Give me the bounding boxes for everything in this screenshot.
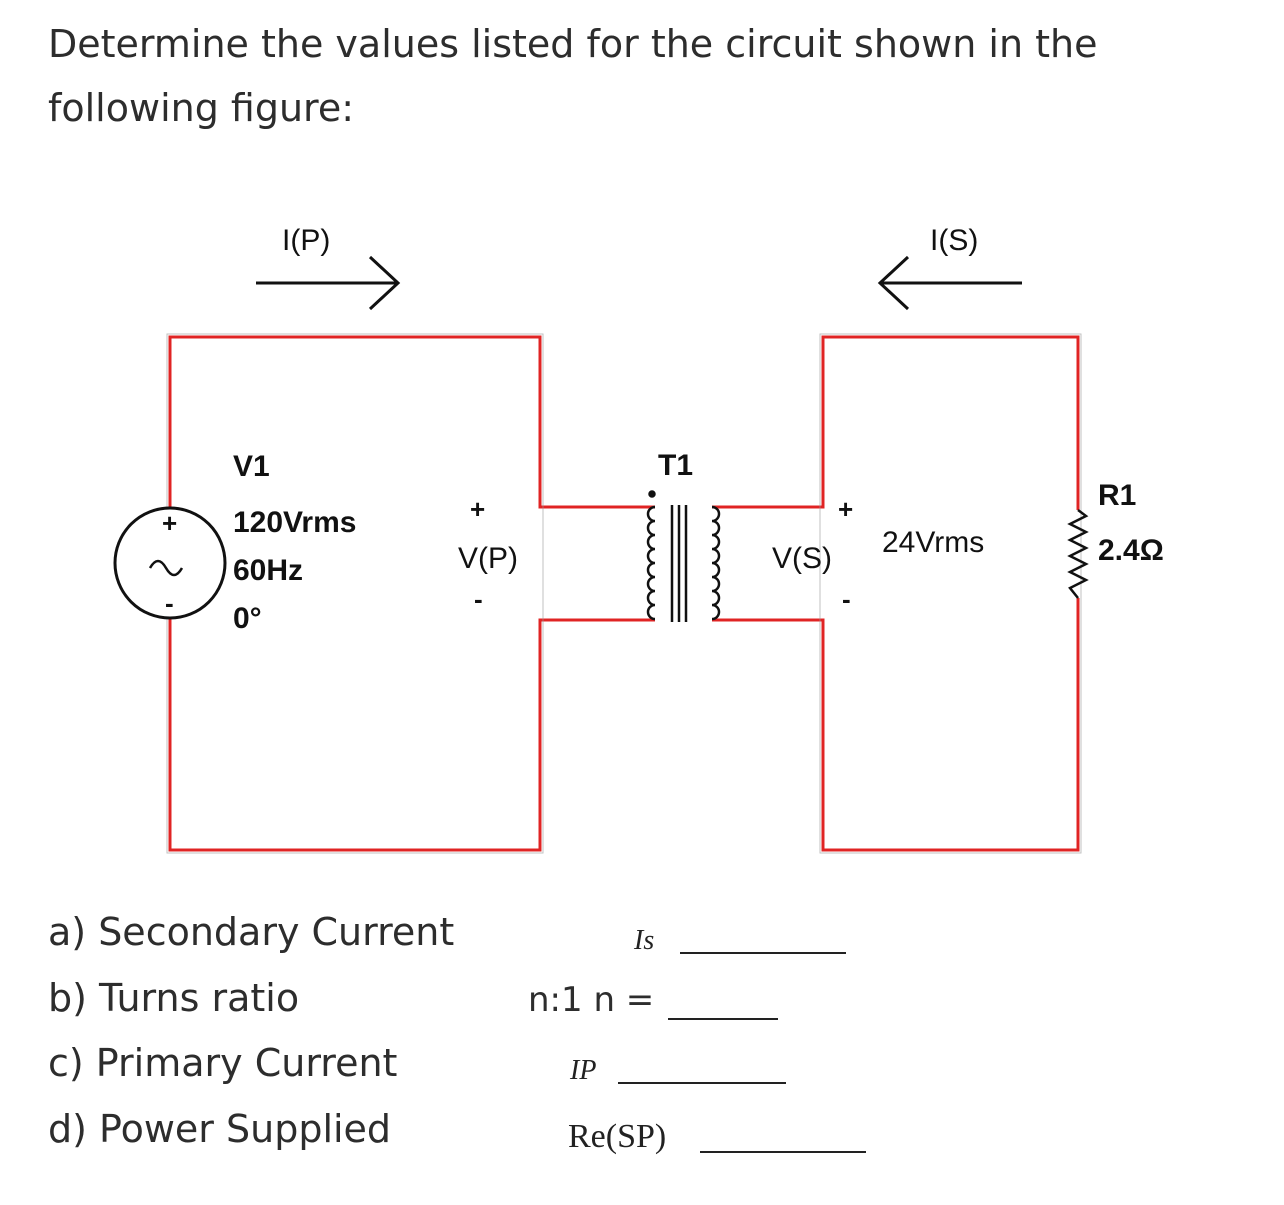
secondary-current-label: I(S)	[930, 224, 978, 257]
primary-current-label: I(P)	[282, 224, 330, 257]
secondary-current-answer-line[interactable]	[680, 952, 846, 954]
primary-current-arrow	[256, 255, 401, 311]
secondary-wires	[712, 335, 1080, 852]
primary-current-answer-line[interactable]	[618, 1082, 786, 1084]
secondary-current-symbol: Is	[634, 925, 655, 956]
secondary-voltage-minus: -	[842, 584, 851, 614]
problem-prompt: Determine the values listed for the circ…	[48, 22, 1098, 130]
question-c-label: c) Primary Current	[48, 1041, 398, 1085]
source-minus: -	[165, 588, 174, 618]
circuit-diagram: I(P) I(S) + - V1 120Vrms 60Hz 0° + V(P) …	[113, 224, 1164, 854]
question-b-label: b) Turns ratio	[48, 976, 300, 1020]
transformer-name: T1	[658, 449, 693, 482]
secondary-voltage-plus: +	[838, 494, 853, 524]
transformer-symbol	[646, 490, 721, 622]
turns-ratio-prefix: n:1 n =	[528, 980, 655, 1020]
primary-wires	[168, 335, 655, 852]
resistor-symbol	[1067, 509, 1089, 599]
turns-ratio-answer-line[interactable]	[668, 1018, 778, 1020]
source-plus: +	[162, 508, 177, 538]
primary-current-symbol: IP	[570, 1055, 597, 1086]
secondary-current-arrow	[877, 255, 1022, 311]
primary-voltage-label: V(P)	[458, 542, 518, 575]
secondary-voltage-value: 24Vrms	[882, 526, 984, 559]
source-phase: 0°	[233, 602, 262, 635]
ac-source-symbol	[113, 506, 227, 620]
power-supplied-symbol: Re(SP)	[568, 1118, 667, 1155]
resistor-value: 2.4Ω	[1098, 534, 1164, 567]
source-name: V1	[233, 450, 270, 483]
question-d-label: d) Power Supplied	[48, 1107, 392, 1151]
source-voltage: 120Vrms	[233, 506, 356, 539]
power-supplied-answer-line[interactable]	[700, 1151, 866, 1153]
question-a-label: a) Secondary Current	[48, 910, 455, 954]
secondary-voltage-label: V(S)	[772, 542, 832, 575]
primary-voltage-minus: -	[474, 584, 483, 614]
source-frequency: 60Hz	[233, 554, 303, 587]
resistor-name: R1	[1098, 479, 1136, 512]
primary-voltage-plus: +	[470, 494, 485, 524]
